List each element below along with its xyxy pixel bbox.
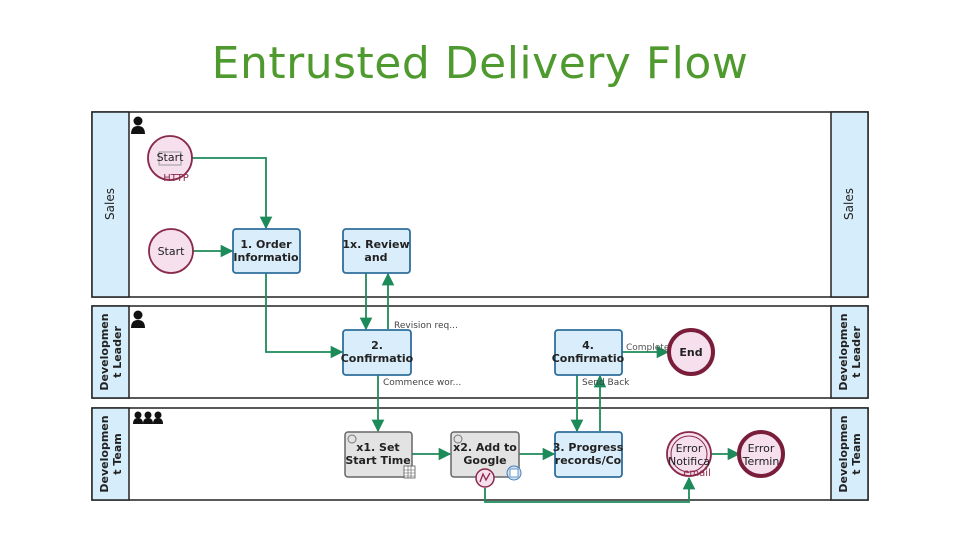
page-title: Entrusted Delivery Flow xyxy=(211,38,749,89)
task-label: 4. xyxy=(582,339,594,352)
sequence-flows xyxy=(192,157,741,503)
event-label: Notifica xyxy=(668,455,710,468)
flow-http-to-order xyxy=(192,157,273,230)
lane-header-right xyxy=(830,407,869,501)
google-calendar-icon xyxy=(506,465,522,481)
event-label: Error xyxy=(748,442,775,455)
error-notification-event[interactable]: Error Notifica email xyxy=(666,431,712,479)
start-event[interactable]: Start xyxy=(148,228,194,274)
task-label: x1. Set xyxy=(356,441,399,454)
lane-label-group: Developmen t Leader xyxy=(98,313,124,390)
svg-text:t Leader: t Leader xyxy=(850,326,863,378)
gear-icon xyxy=(347,434,357,444)
task-label: and xyxy=(364,251,387,264)
task-label: Confirmatio xyxy=(341,352,414,365)
event-label: Start xyxy=(157,151,185,164)
task-confirmation-4[interactable]: 4. Confirmatio xyxy=(552,329,625,376)
task-review[interactable]: 1x. Review and xyxy=(342,228,411,274)
svg-text:Developmen: Developmen xyxy=(98,415,111,492)
gear-icon xyxy=(453,434,463,444)
lane-leader: Developmen t Leader Developmen t Leader xyxy=(91,305,869,399)
task-set-start-time[interactable]: x1. Set Start Time xyxy=(344,431,416,479)
event-label: Termin xyxy=(742,455,780,468)
task-label: 2. xyxy=(371,339,383,352)
flow-label-send-back: Send Back xyxy=(582,378,630,388)
event-label: Start xyxy=(158,245,186,258)
task-label: 1x. Review xyxy=(342,238,409,251)
boundary-error-icon[interactable] xyxy=(475,468,495,488)
task-label: 1. Order xyxy=(240,238,292,251)
flow-label-revision: Revision req... xyxy=(394,321,458,331)
event-sublabel: HTTP xyxy=(163,173,189,184)
flow-label-complete: Complete xyxy=(626,343,670,353)
end-event[interactable]: End xyxy=(667,328,715,376)
lane-label: Sales xyxy=(842,188,856,220)
flow-order-to-confirm2 xyxy=(265,273,344,359)
flow-boundary-to-errornotify xyxy=(484,476,696,503)
lane-header-right xyxy=(830,305,869,399)
single-user-icon xyxy=(131,310,145,328)
lane-label: Sales xyxy=(103,188,117,220)
task-label: Confirmatio xyxy=(552,352,625,365)
task-label: Informatio xyxy=(233,251,299,264)
svg-text:t Team: t Team xyxy=(111,433,124,474)
task-label: 3. Progress xyxy=(553,441,624,454)
task-order-information[interactable]: 1. Order Informatio xyxy=(232,228,301,274)
task-confirmation-2[interactable]: 2. Confirmatio xyxy=(341,329,414,376)
task-progress-records[interactable]: 3. Progress records/Co xyxy=(553,431,624,478)
svg-text:Developmen: Developmen xyxy=(98,313,111,390)
svg-text:t Team: t Team xyxy=(850,433,863,474)
lane-header-left xyxy=(91,111,130,298)
svg-text:Developmen: Developmen xyxy=(837,415,850,492)
task-label: x2. Add to xyxy=(453,441,517,454)
start-http-event[interactable]: Start HTTP xyxy=(147,135,193,184)
calendar-icon xyxy=(403,465,416,479)
lane-label-group: Developmen t Team xyxy=(98,415,124,492)
lane-label-group: Developmen t Team xyxy=(837,415,863,492)
flow-label-commence: Commence wor... xyxy=(383,378,461,388)
event-sublabel: email xyxy=(683,468,711,479)
group-users-icon xyxy=(133,411,163,424)
task-label: Start Time xyxy=(345,454,410,467)
svg-text:t Leader: t Leader xyxy=(111,326,124,378)
lane-sales: Sales Sales xyxy=(91,111,869,298)
lane-header-right xyxy=(830,111,869,298)
task-add-to-google[interactable]: x2. Add to Google xyxy=(450,431,522,488)
message-icon xyxy=(158,151,182,166)
single-user-icon xyxy=(131,116,145,134)
lane-header-left xyxy=(91,305,130,399)
lane-label-group: Developmen t Leader xyxy=(837,313,863,390)
event-label: End xyxy=(679,346,702,359)
lane-header-left xyxy=(91,407,130,501)
event-label: Error xyxy=(676,442,703,455)
error-termination-event[interactable]: Error Termin xyxy=(737,430,785,478)
svg-text:Developmen: Developmen xyxy=(837,313,850,390)
task-label: Google xyxy=(463,454,506,467)
task-label: records/Co xyxy=(555,454,622,467)
